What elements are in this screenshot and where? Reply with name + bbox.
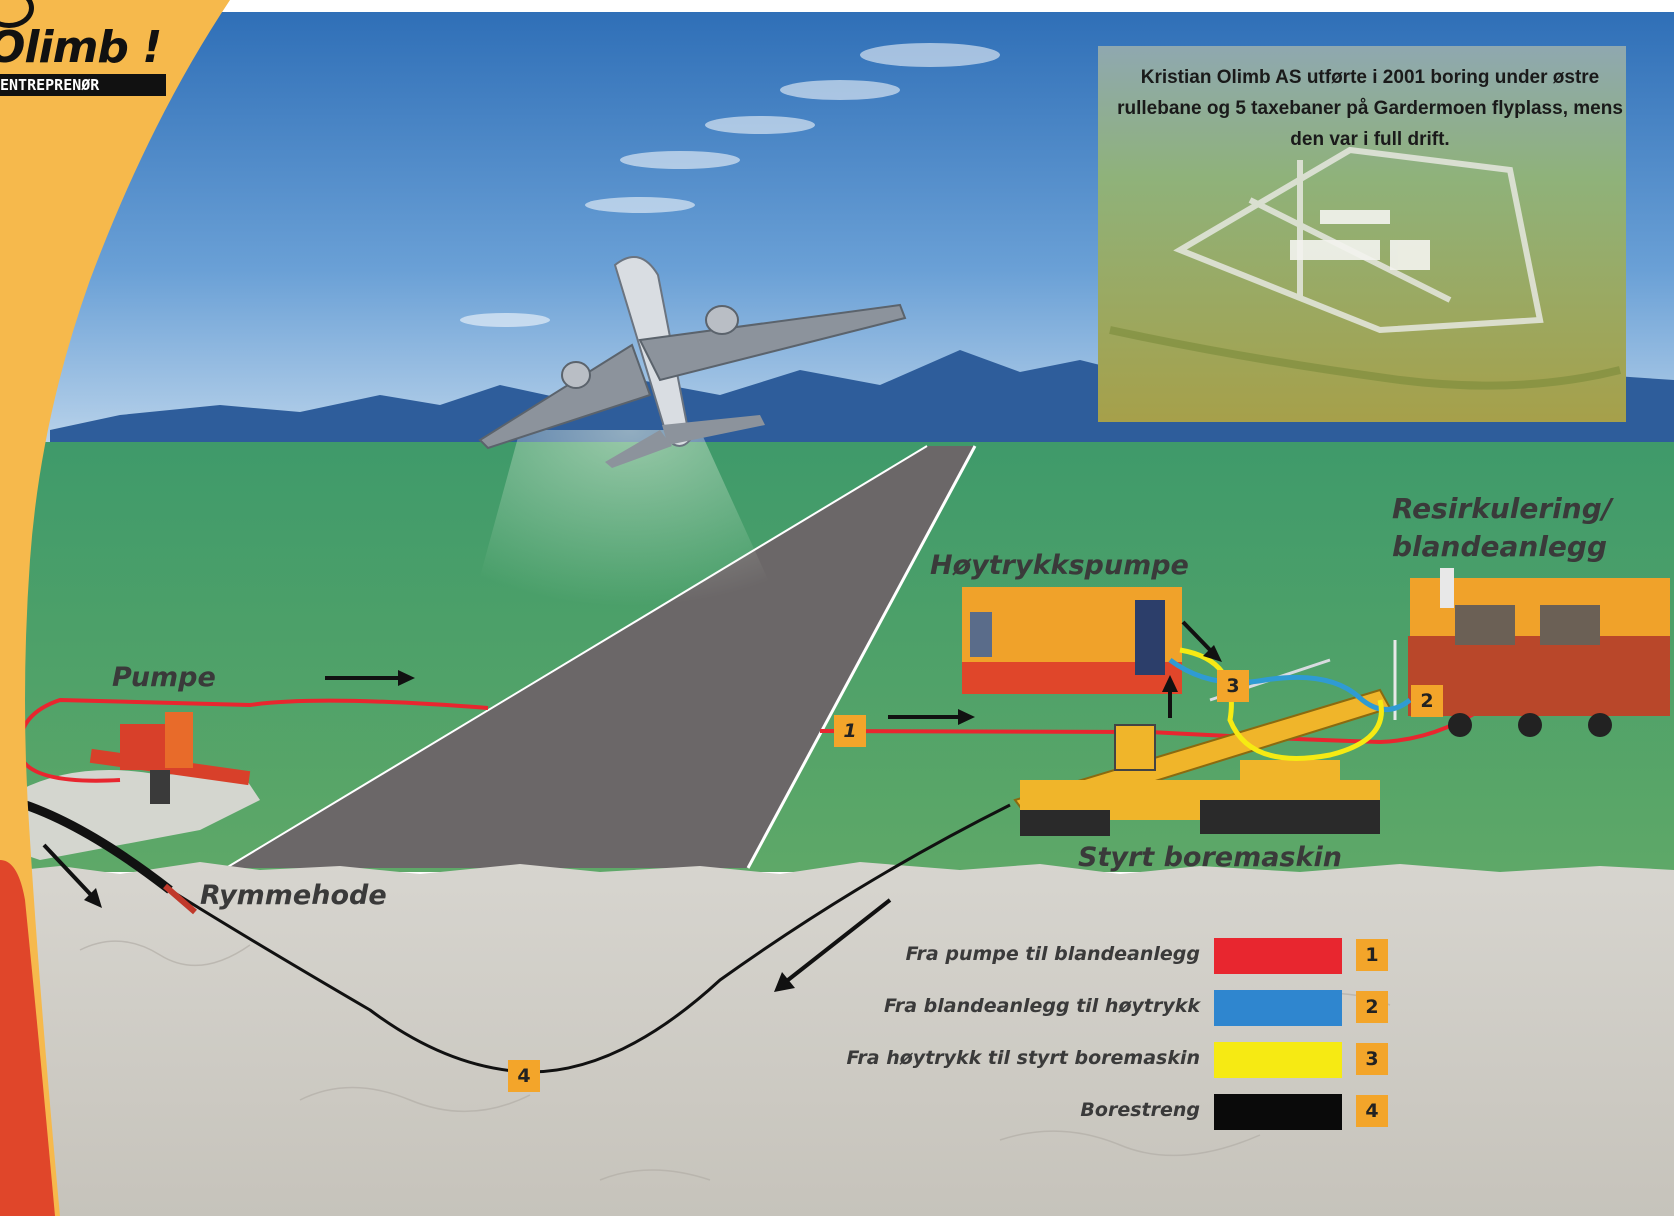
legend-item: Fra pumpe til blandeanlegg	[820, 935, 1200, 975]
company-logo: Olimb ! ENTREPRENØR	[0, 0, 180, 100]
legend-swatch	[1214, 1042, 1342, 1078]
clouds	[460, 43, 1000, 327]
legend-number: 2	[1356, 991, 1388, 1023]
aerial-photo	[1098, 46, 1626, 422]
badge-2: 2	[1411, 685, 1443, 717]
legend-item: Fra blandeanlegg til høytrykk	[820, 987, 1200, 1027]
runway	[226, 446, 975, 868]
logo-arc	[0, 0, 34, 28]
legend-item: Fra høytrykk til styrt boremaskin	[820, 1039, 1200, 1079]
photo-caption: Kristian Olimb AS utførte i 2001 boring …	[1117, 67, 1623, 150]
runway-edge-line	[746, 445, 977, 869]
entry-pit	[10, 770, 260, 860]
label-blandeanlegg: blandeanlegg	[1392, 530, 1608, 563]
label-styrt-boremaskin: Styrt boremaskin	[1078, 842, 1342, 873]
legend-number: 3	[1356, 1043, 1388, 1075]
legend-label: Borestreng	[1080, 1099, 1200, 1121]
legend: Fra pumpe til blandeanlegg 1 Fra blandea…	[820, 935, 1390, 1135]
badge-3: 3	[1217, 670, 1249, 702]
legend-number: 1	[1356, 939, 1388, 971]
reamer-head	[163, 883, 197, 915]
airplane	[478, 256, 907, 468]
jet-blast	[460, 430, 800, 650]
label-pumpe: Pumpe	[112, 662, 216, 693]
legend-swatch	[1214, 938, 1342, 974]
legend-number: 4	[1356, 1095, 1388, 1127]
logo-accent	[0, 0, 230, 1216]
legend-label: Fra blandeanlegg til høytrykk	[883, 995, 1200, 1017]
label-rymmehode: Rymmehode	[200, 880, 387, 911]
label-hoytrykkspumpe: Høytrykkspumpe	[930, 550, 1189, 581]
legend-label: Fra pumpe til blandeanlegg	[905, 943, 1200, 965]
mixing-plant	[1393, 568, 1670, 737]
blue-hose-line	[1168, 657, 1412, 712]
high-pressure-pump	[962, 587, 1182, 694]
legend-item: Borestreng	[820, 1091, 1200, 1131]
legend-swatch	[1214, 990, 1342, 1026]
label-resirkulering: Resirkulering/	[1392, 492, 1612, 525]
drill-machine	[1013, 658, 1392, 836]
legend-label: Fra høytrykk til styrt boremaskin	[846, 1047, 1200, 1069]
legend-swatch	[1214, 1094, 1342, 1130]
logo-wordmark: Olimb !	[0, 22, 162, 73]
badge-4: 4	[508, 1060, 540, 1092]
badge-1: 1	[834, 715, 866, 747]
logo-tagline: ENTREPRENØR	[0, 74, 166, 96]
pump-rig	[89, 712, 251, 804]
flow-arrows	[42, 620, 1222, 992]
runway-edge-line-left	[225, 445, 928, 869]
